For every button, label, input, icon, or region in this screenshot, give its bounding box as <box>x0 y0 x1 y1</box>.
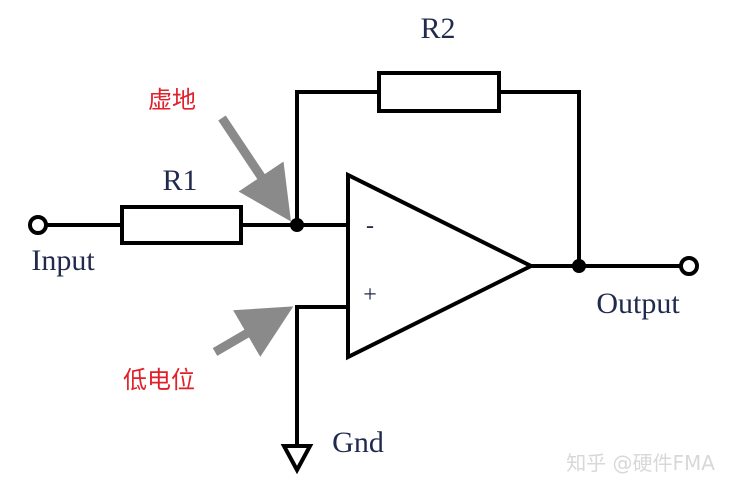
virtual-ground-annotation: 虚地 <box>148 86 196 114</box>
input-label: Input <box>31 244 95 277</box>
low-potential-arrow <box>212 306 294 357</box>
feedback-wire-left <box>295 90 379 225</box>
feedback-wire-right <box>499 90 581 266</box>
gnd-label: Gnd <box>332 426 384 459</box>
output-terminal <box>679 256 699 276</box>
non-inverting-input-sign: + <box>363 282 377 308</box>
resistor-r2 <box>377 71 501 113</box>
inverting-input-sign: - <box>366 213 374 239</box>
input-terminal <box>28 215 48 235</box>
r2-label: R2 <box>420 12 455 45</box>
op-amp-triangle <box>346 171 536 361</box>
r1-label: R1 <box>162 164 197 197</box>
watermark-text: 知乎 @硬件FMA <box>566 451 715 475</box>
resistor-r1 <box>120 205 243 245</box>
ground-wire <box>295 305 348 446</box>
low-potential-annotation: 低电位 <box>123 366 195 394</box>
output-label: Output <box>596 287 680 320</box>
output-node <box>572 259 586 273</box>
ground-symbol <box>280 444 314 475</box>
virtual-ground-arrow <box>218 115 291 222</box>
